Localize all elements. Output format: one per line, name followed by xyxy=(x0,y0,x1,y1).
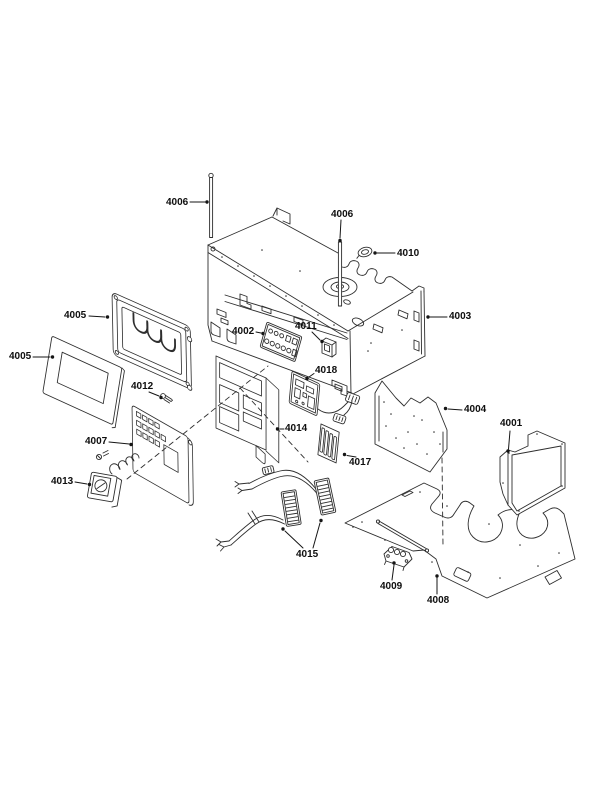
callout-leader-lines xyxy=(32,201,511,595)
duct-cover xyxy=(499,430,566,516)
part-label-4001-duct: 4001 xyxy=(500,418,523,429)
antenna-shaft-left xyxy=(208,172,214,238)
side-support-panel xyxy=(374,380,448,473)
relay-pcb xyxy=(288,371,321,416)
control-panel xyxy=(131,405,194,506)
control-board xyxy=(259,322,303,362)
part-label-4009-terminal: 4009 xyxy=(380,581,403,592)
part-label-4015-harness: 4015 xyxy=(296,549,319,560)
terminal-block xyxy=(383,546,413,571)
part-label-4007-control-panel: 4007 xyxy=(85,436,108,447)
door-choke-frame xyxy=(111,293,193,391)
part-label-4006-antenna-left: 4006 xyxy=(166,197,189,208)
callout-leader-dots xyxy=(50,200,510,578)
bottom-support-bracket xyxy=(331,379,348,397)
part-label-4004-side-panel: 4004 xyxy=(464,404,487,415)
cabinet-wrap xyxy=(207,207,426,397)
part-label-4005-door-frame: 4005 xyxy=(64,310,87,321)
small-bracket xyxy=(321,337,337,358)
part-label-4010-grommet: 4010 xyxy=(397,248,420,259)
wire-harness xyxy=(215,465,337,552)
antenna-shaft-right xyxy=(337,241,343,307)
grommet xyxy=(356,246,373,259)
part-label-4013-timer: 4013 xyxy=(51,476,74,487)
part-label-4006-antenna-right: 4006 xyxy=(331,209,354,220)
side-panel-features xyxy=(351,309,420,352)
part-label-4003-cabinet: 4003 xyxy=(449,311,472,322)
door-outer-panel xyxy=(42,336,125,429)
part-label-4008-base-plate: 4008 xyxy=(427,595,450,606)
part-label-4011-bracket: 4011 xyxy=(295,321,317,332)
alignment-dashed-lines xyxy=(126,365,444,547)
terminal-connector xyxy=(317,423,340,464)
part-label-4005-door-panel: 4005 xyxy=(9,351,32,362)
part-label-4012-screw: 4012 xyxy=(131,381,154,392)
pcb-cable xyxy=(317,392,361,425)
timer-switch xyxy=(87,450,140,508)
part-label-4017-connector: 4017 xyxy=(349,457,372,468)
part-label-4002-board: 4002 xyxy=(232,326,255,337)
part-label-4018-pcb: 4018 xyxy=(315,365,338,376)
rivet-dots xyxy=(221,249,403,352)
part-label-4014-frame: 4014 xyxy=(285,423,308,434)
cavity-frame xyxy=(215,355,280,465)
